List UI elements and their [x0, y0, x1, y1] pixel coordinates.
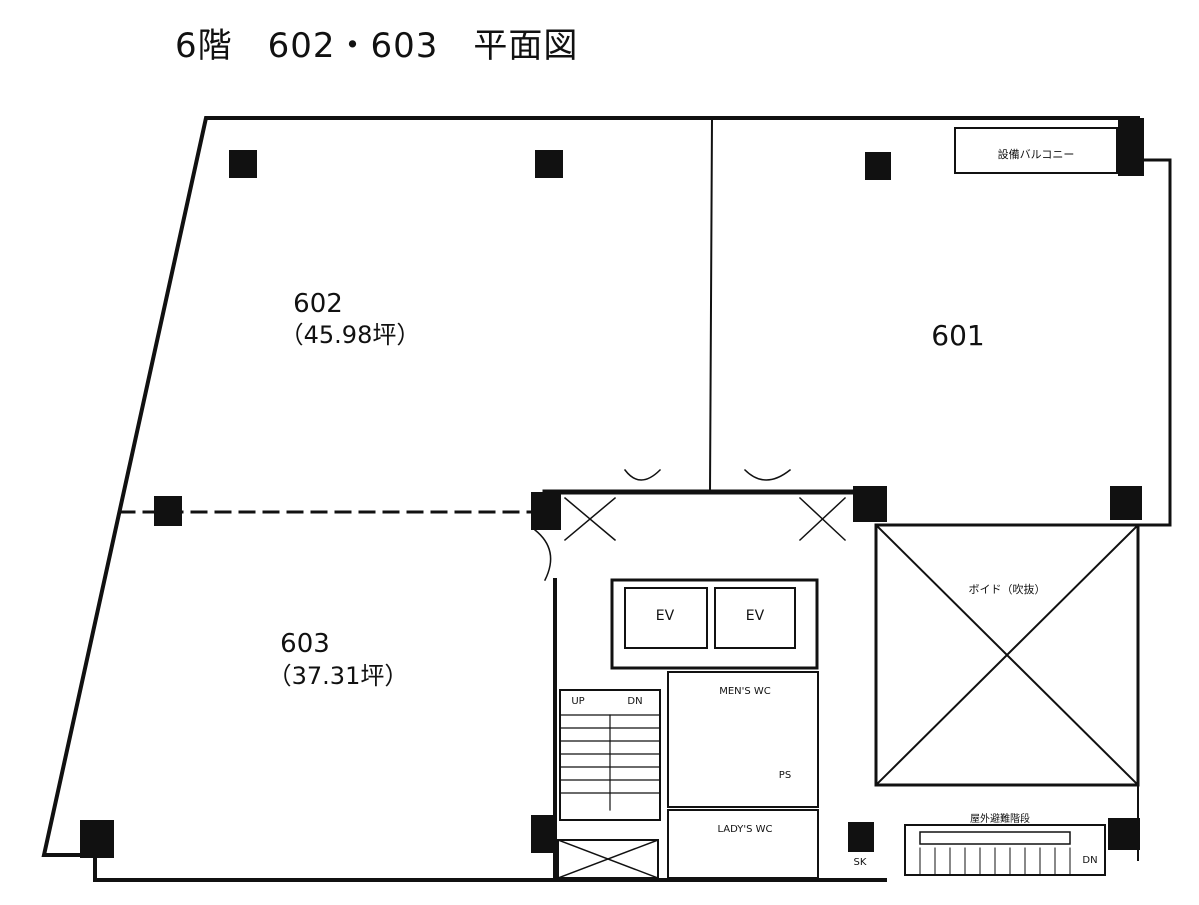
void-diagonal-2: [874, 523, 1140, 787]
room-603-area: （37.31坪）: [268, 662, 409, 690]
columns: [80, 118, 1144, 858]
column: [154, 496, 182, 526]
elevator-2: [714, 587, 796, 649]
outdoor-stair-treads: [919, 847, 1071, 876]
ladies-wc-label: LADY'S WC: [717, 824, 772, 835]
elevator-1: [624, 587, 708, 649]
outdoor-stair-rail: [919, 831, 1071, 845]
void-area: [874, 523, 1140, 787]
sk-label: SK: [854, 857, 867, 868]
void-label: ボイド（吹抜）: [969, 582, 1046, 596]
door-swing-1: [563, 496, 617, 542]
column: [853, 486, 887, 522]
room-602-area: （45.98坪）: [280, 321, 421, 349]
partition-602-601: [708, 116, 714, 494]
outer-wall-left: [41, 116, 887, 882]
room-602-name: 602: [293, 289, 343, 319]
column: [1118, 118, 1144, 176]
column: [531, 492, 561, 530]
dn-label: DN: [627, 696, 642, 707]
outer-wall-right-601: [1128, 158, 1172, 527]
outdoor-stair: [904, 824, 1106, 876]
column: [1110, 486, 1142, 520]
column: [848, 822, 874, 852]
ladies-wc-room: [667, 809, 819, 879]
stair-area: [559, 689, 661, 821]
door-swing-4: [743, 468, 792, 481]
ps-label: PS: [779, 770, 791, 781]
column: [535, 150, 563, 178]
outdoor-dn-label: DN: [1082, 855, 1097, 866]
mens-wc-room: [667, 671, 819, 808]
door-swing-2: [798, 496, 847, 542]
outdoor-stair-label: 屋外避難階段: [970, 812, 1030, 825]
equipment-balcony-label: 設備バルコニー: [998, 147, 1075, 161]
page-title: 6階 602・603 平面図: [175, 26, 579, 66]
equipment-balcony-box: [954, 127, 1118, 174]
elevator-hall: [610, 578, 819, 670]
column: [865, 152, 891, 180]
mens-wc-label: MEN'S WC: [719, 686, 771, 697]
column: [1108, 818, 1140, 850]
column: [229, 150, 257, 178]
column: [80, 820, 114, 858]
up-label: UP: [571, 696, 584, 707]
door-swing-3: [623, 468, 662, 481]
room-601-name: 601: [931, 319, 984, 352]
room-603-name: 603: [280, 629, 330, 659]
door-swing-5: [533, 528, 552, 582]
stair-treads: [559, 714, 661, 811]
elevator-1-label: EV: [656, 608, 675, 624]
column: [531, 815, 555, 853]
elevator-2-label: EV: [746, 608, 765, 624]
crossed-box-bottom-left: [557, 839, 659, 879]
